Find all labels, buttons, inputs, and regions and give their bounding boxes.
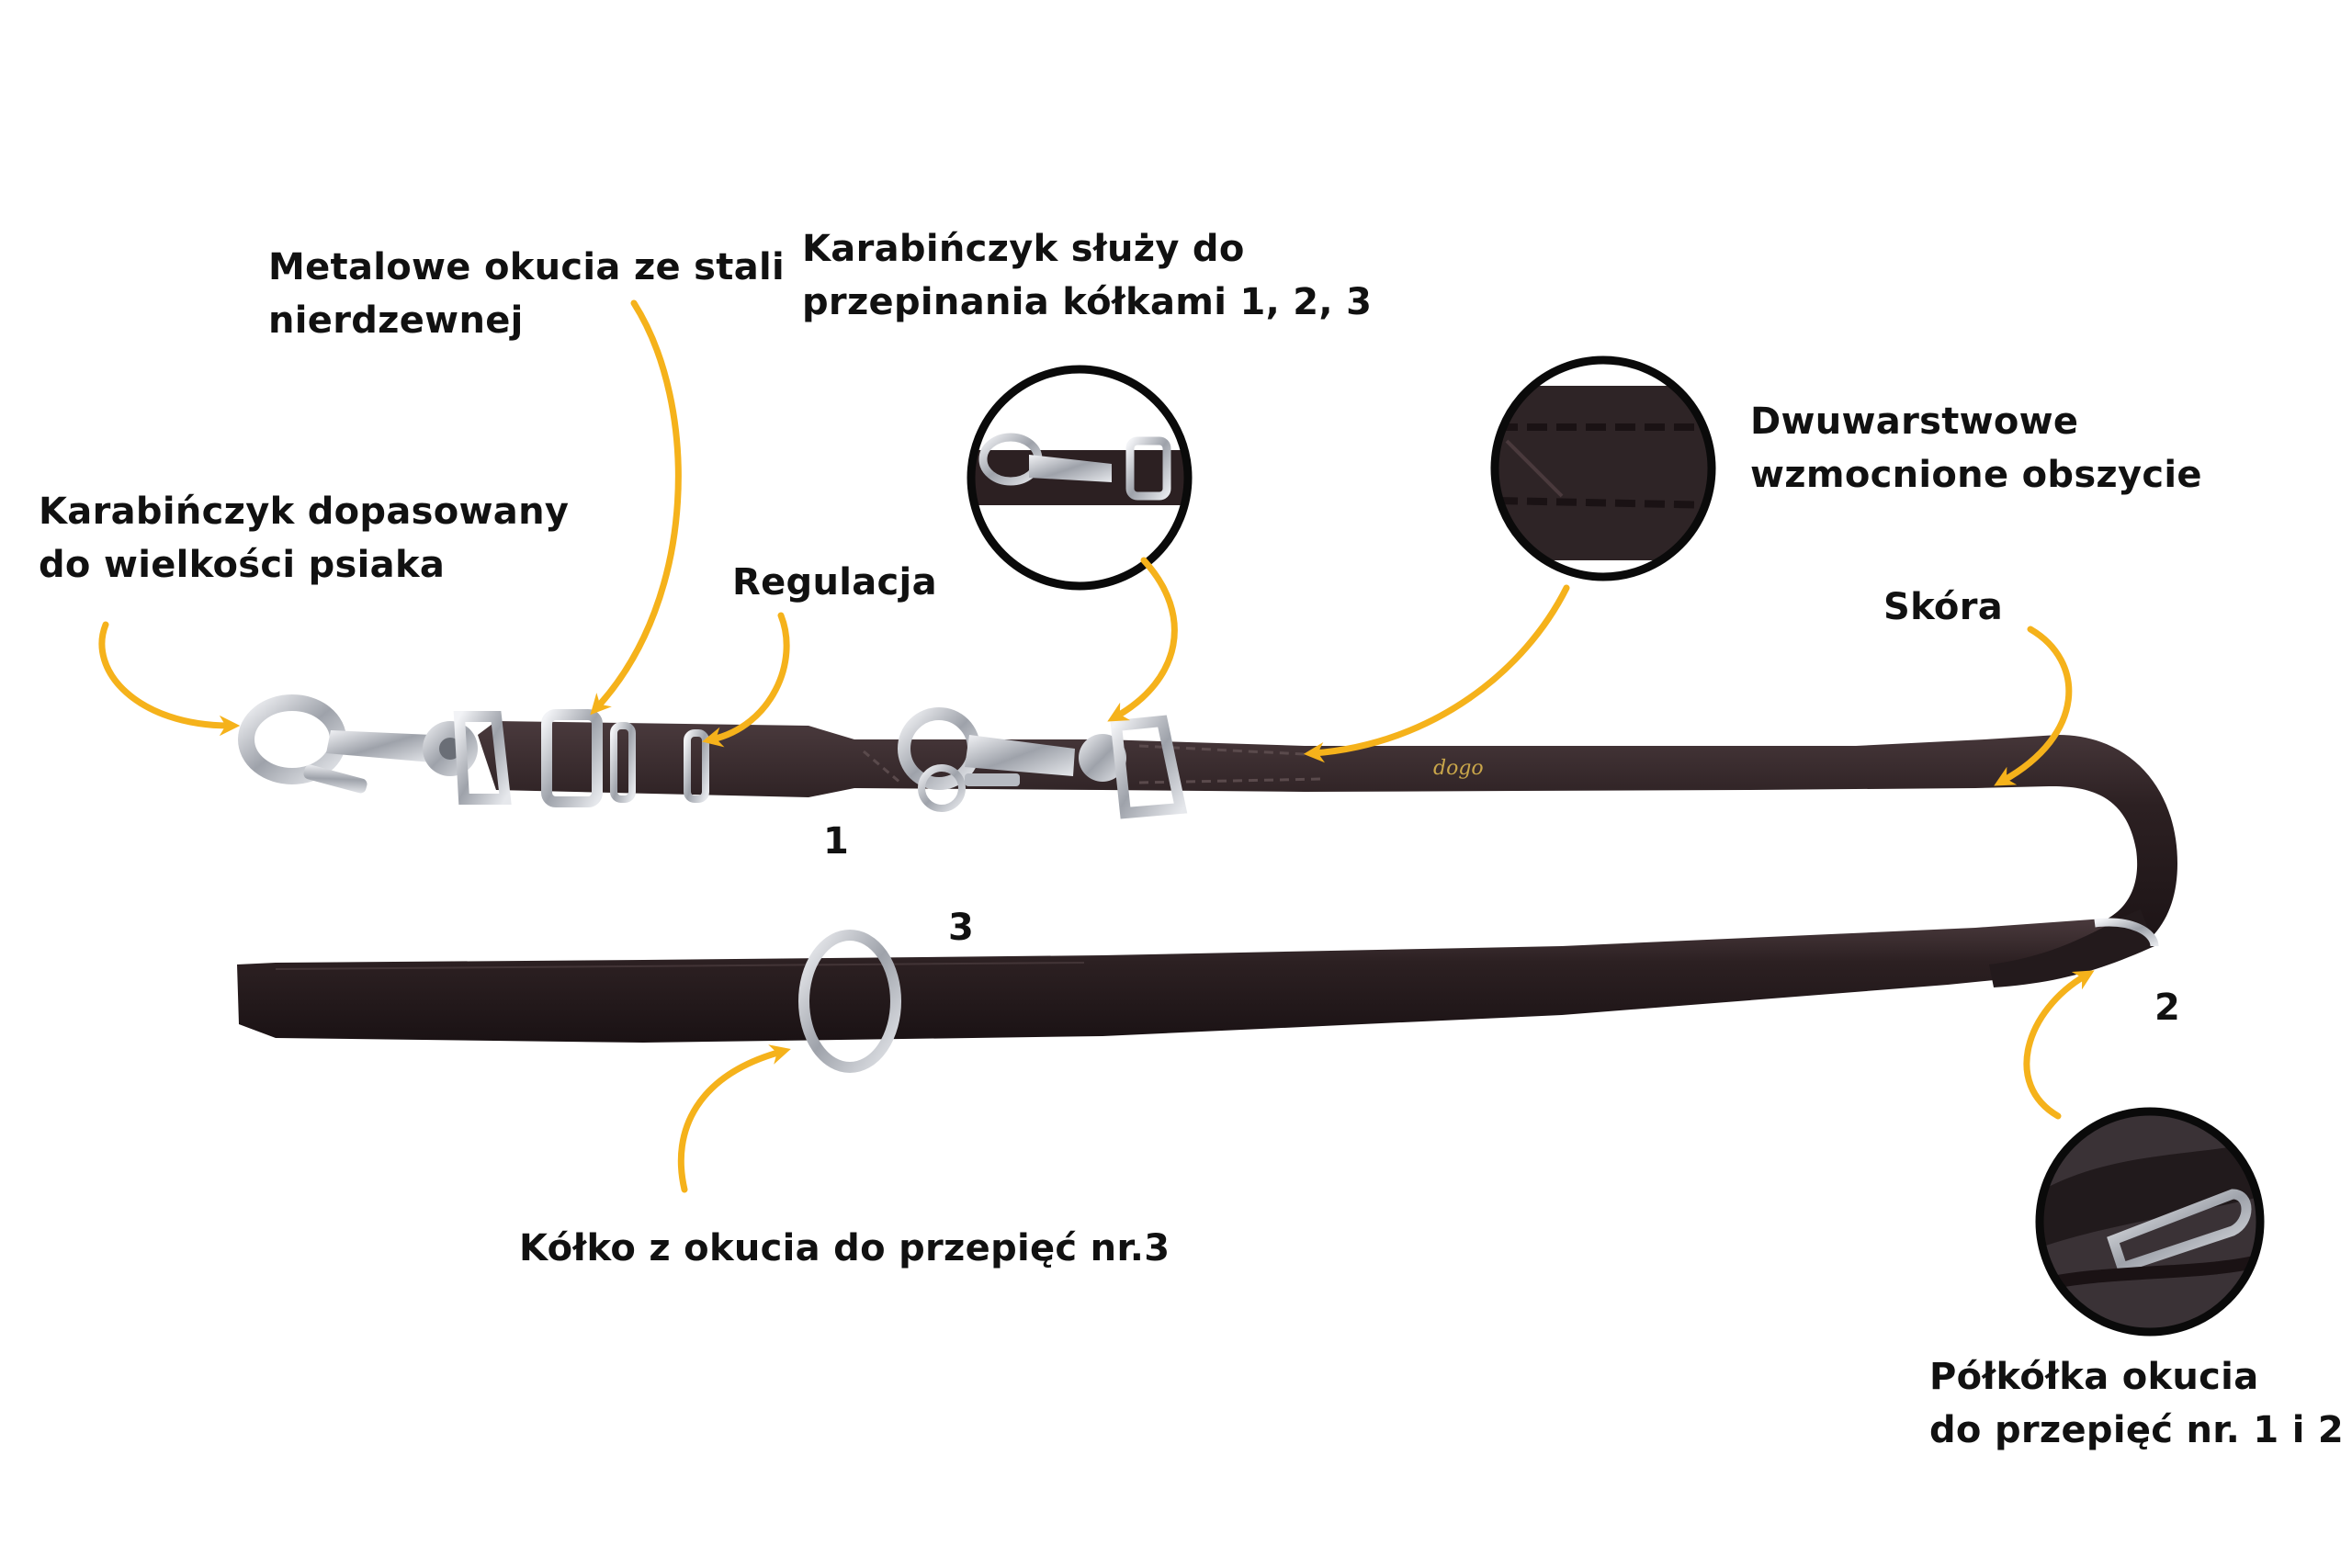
o-ring-icon	[798, 930, 901, 1073]
buckle-icon	[541, 709, 709, 807]
snap-hook-icon	[238, 694, 512, 805]
label-adjustment: Regulacja	[732, 561, 937, 604]
label-metal-fittings: Metalowe okucia ze stali nierdzewnej	[268, 246, 786, 342]
svg-text:dogo: dogo	[1433, 757, 1484, 780]
middle-snap-hook	[898, 707, 1188, 819]
ring-number-3: 3	[948, 907, 974, 949]
label-small-snap: Karabińczyk dopasowany do wielkości psia…	[39, 491, 570, 586]
zoom-circle-snap	[967, 365, 1193, 591]
leash-upper-strap	[478, 721, 2177, 964]
leash-lower-strap	[237, 909, 2154, 1043]
ring-number-1: 1	[823, 820, 849, 863]
curved-arrow-icon	[98, 299, 2095, 1193]
label-half-rings: Półkółka okucia do przepięć nr. 1 i 2	[1929, 1356, 2345, 1451]
half-ring-2	[2094, 918, 2159, 947]
label-leather: Skóra	[1883, 586, 2004, 628]
zoom-circle-half-ring	[2035, 1107, 2265, 1337]
label-snap-function: Karabińczyk służy do przepinania kółkami…	[802, 228, 1373, 323]
ring-number-2: 2	[2154, 987, 2180, 1029]
brand-logo: dogo	[1433, 757, 1484, 780]
label-ring-3: Kółko z okucia do przepięć nr.3	[519, 1227, 1170, 1269]
label-stitching: Dwuwarstwowe wzmocnione obszycie	[1750, 400, 2202, 496]
zoom-circle-stitching	[1490, 355, 1716, 581]
